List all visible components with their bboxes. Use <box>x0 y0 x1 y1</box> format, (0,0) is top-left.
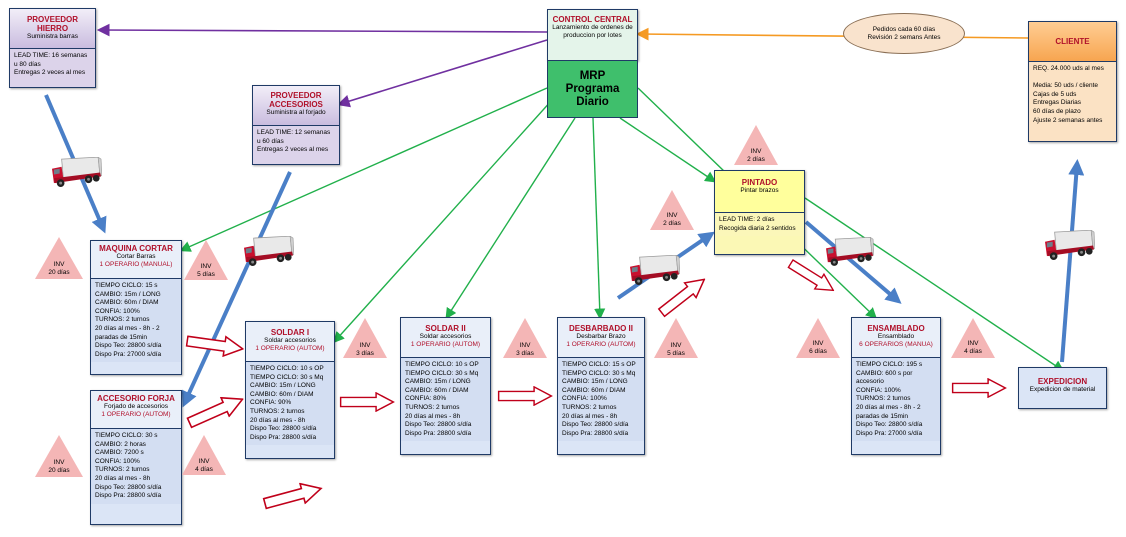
material-flow-accesorios <box>181 171 292 408</box>
supplier-accesorios[interactable]: PROVEEDOR ACCESORIOS Suministra al forja… <box>252 85 340 165</box>
process-accesorio-forja-title: ACCESORIO FORJA <box>97 394 175 403</box>
control-line-soldar2 <box>445 117 576 320</box>
process-maquina-cortar[interactable]: MAQUINA CORTAR Cortar Barras 1 OPERARIO … <box>90 240 182 375</box>
process-pintado-title: PINTADO <box>741 178 778 187</box>
process-accesorio-forja-operators: 1 OPERARIO (AUTOM) <box>101 411 171 418</box>
inventory-triangle-icon <box>35 435 83 477</box>
process-ensamblado-title: ENSAMBLADO <box>867 324 925 333</box>
mrp-line-2: Programa <box>565 82 620 95</box>
control-line-soldar1 <box>333 99 553 344</box>
process-desbarbado-2-subtitle: Desbarbar Brazo <box>576 333 626 340</box>
control-line-desbarbado <box>592 117 606 320</box>
process-soldar-1-subtitle: Soldar accesorios <box>264 337 316 344</box>
client-title: CLIENTE <box>1055 37 1090 46</box>
client-details: REQ. 24.000 uds al mes Media: 50 uds / c… <box>1033 65 1104 124</box>
process-soldar-1-details: TIEMPO CICLO: 10 s OP TIEMPO CICLO: 30 s… <box>246 362 334 446</box>
process-maquina-cortar-details: TIEMPO CICLO: 15 s CAMBIO: 15m / LONG CA… <box>91 279 181 363</box>
process-ensamblado-subtitle: Ensamblado <box>877 333 915 340</box>
process-ensamblado-operators: 6 OPERARIOS (MANUA) <box>859 341 933 348</box>
process-accesorio-forja[interactable]: ACCESORIO FORJA Forjado de accesorios 1 … <box>90 390 182 525</box>
inventory-triangle-icon <box>654 318 698 358</box>
supplier-hierro-details: LEAD TIME: 16 semanas u 80 días Entregas… <box>14 52 88 77</box>
supplier-hierro[interactable]: PROVEEDOR HIERRO Suministra barras LEAD … <box>9 8 96 88</box>
process-ensamblado-details: TIEMPO CICLO: 195 s CAMBIO: 600 s por ac… <box>852 358 940 442</box>
control-line-expedicion <box>804 197 1065 372</box>
mrp-daily-schedule[interactable]: MRP Programa Diario <box>547 60 638 118</box>
process-ensamblado[interactable]: ENSAMBLADO Ensamblado 6 OPERARIOS (MANUA… <box>851 317 941 455</box>
process-expedicion-subtitle: Expedicion de material <box>1029 386 1096 393</box>
process-pintado[interactable]: PINTADO Pintar brazos LEAD TIME: 2 días … <box>714 170 805 255</box>
supplier-accesorios-subtitle: Suministra al forjado <box>266 109 326 116</box>
material-flow-client <box>1060 159 1085 363</box>
supplier-accesorios-details: LEAD TIME: 12 semanas u 60 días Entregas… <box>257 129 331 154</box>
material-flow-pintado-out <box>804 220 902 304</box>
process-pintado-details: LEAD TIME: 2 días Recogida diaria 2 sent… <box>715 213 804 237</box>
process-expedicion-title: EXPEDICION <box>1037 377 1088 386</box>
process-soldar-1-operators: 1 OPERARIO (AUTOM) <box>255 345 325 352</box>
control-central[interactable]: CONTROL CENTRAL Lanzamiento de ordenes d… <box>547 9 638 61</box>
process-desbarbado-2-operators: 1 OPERARIO (AUTOM) <box>566 341 636 348</box>
process-maquina-cortar-operators: 1 OPERARIO (MANUAL) <box>99 261 173 268</box>
process-expedicion[interactable]: EXPEDICION Expedicion de material <box>1018 367 1107 409</box>
mrp-line-3: Diario <box>576 95 609 108</box>
control-line-cortar <box>179 87 548 252</box>
process-accesorio-forja-subtitle: Forjado de accesorios <box>104 403 168 410</box>
info-line-accesorios <box>336 39 548 108</box>
inventory-triangle-icon <box>796 318 840 358</box>
inventory-triangle-icon <box>503 318 547 358</box>
inventory-triangle-icon <box>182 435 226 475</box>
material-flow-pintado-in <box>616 231 715 300</box>
control-central-title: CONTROL CENTRAL <box>552 15 633 24</box>
client-box[interactable]: CLIENTE REQ. 24.000 uds al mes Media: 50… <box>1028 21 1117 142</box>
process-soldar-2[interactable]: SOLDAR II Soldar accesorios 1 OPERARIO (… <box>400 317 491 455</box>
inventory-triangle-icon <box>650 190 694 230</box>
order-line-client <box>635 27 1029 41</box>
material-flow-hierro <box>44 94 107 234</box>
inventory-triangle-icon <box>343 318 387 358</box>
process-soldar-1[interactable]: SOLDAR I Soldar accesorios 1 OPERARIO (A… <box>245 321 335 459</box>
control-line-pintado <box>619 117 717 183</box>
process-maquina-cortar-subtitle: Cortar Barras <box>116 253 156 260</box>
info-line-hierro <box>96 23 548 37</box>
process-soldar-2-operators: 1 OPERARIO (AUTOM) <box>410 341 481 348</box>
process-maquina-cortar-title: MAQUINA CORTAR <box>99 244 173 253</box>
process-soldar-2-subtitle: Soldar accesorios <box>419 333 472 340</box>
mrp-line-1: MRP <box>579 69 606 82</box>
inventory-triangle-icon <box>951 318 995 358</box>
process-soldar-2-title: SOLDAR II <box>425 324 466 333</box>
process-soldar-2-details: TIEMPO CICLO: 10 s OP TIEMPO CICLO: 30 s… <box>401 358 490 442</box>
process-desbarbado-2-details: TIEMPO CICLO: 15 s OP TIEMPO CICLO: 30 s… <box>558 358 644 442</box>
process-desbarbado-2-title: DESBARBADO II <box>568 324 633 333</box>
order-frequency-note: Pedidos cada 60 días Revisión 2 semans A… <box>843 13 965 54</box>
process-pintado-subtitle: Pintar brazos <box>740 187 779 194</box>
supplier-accesorios-title: PROVEEDOR ACCESORIOS <box>269 91 323 109</box>
process-accesorio-forja-details: TIEMPO CICLO: 30 s CAMBIO: 2 horas CAMBI… <box>91 429 181 504</box>
supplier-hierro-subtitle: Suministra barras <box>27 33 78 40</box>
inventory-triangle-icon <box>734 125 778 165</box>
process-soldar-1-title: SOLDAR I <box>270 328 310 337</box>
control-central-subtitle: Lanzamiento de ordenes de produccion por… <box>552 24 633 39</box>
inventory-triangle-icon <box>35 237 83 279</box>
supplier-hierro-title: PROVEEDOR HIERRO <box>26 15 79 33</box>
process-desbarbado-2[interactable]: DESBARBADO II Desbarbar Brazo 1 OPERARIO… <box>557 317 645 455</box>
